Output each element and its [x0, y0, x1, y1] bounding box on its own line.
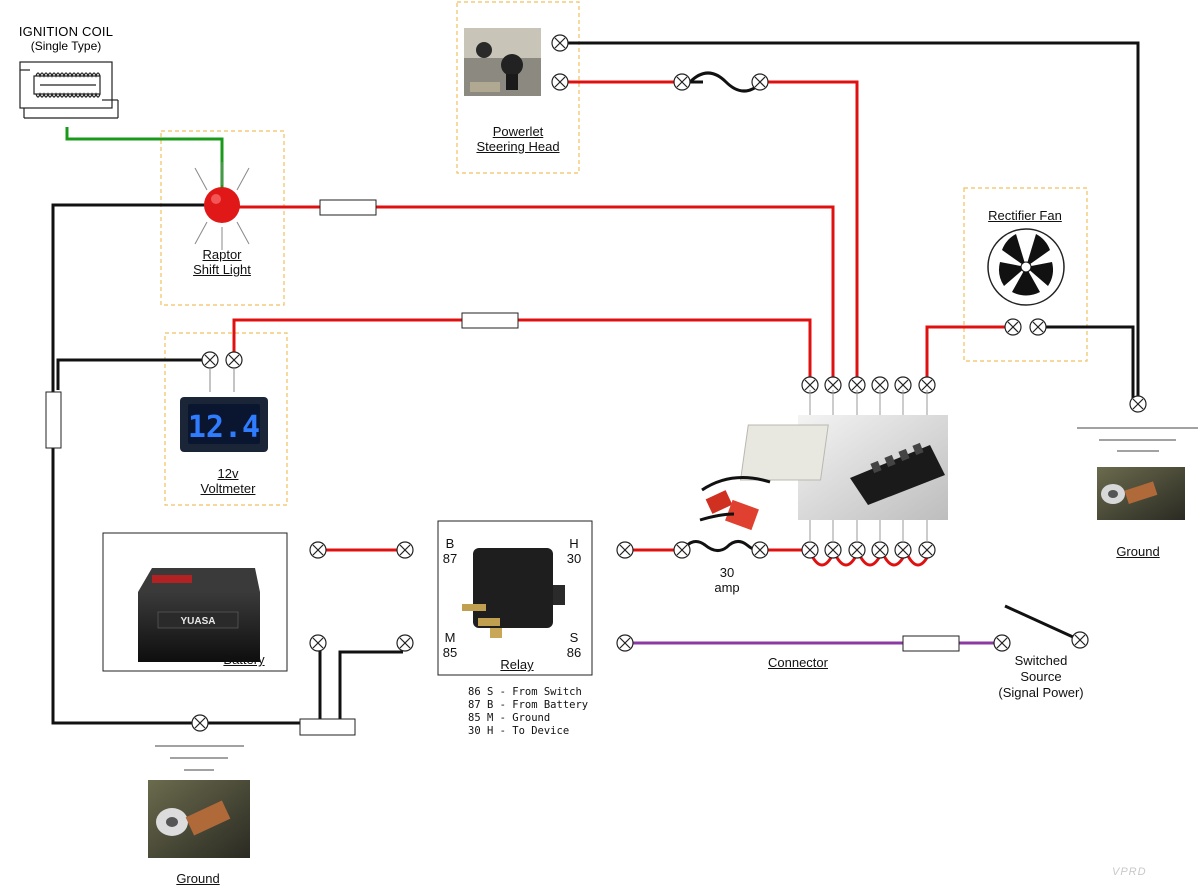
battery-label: Battery — [223, 652, 265, 667]
switched-source-line1: Switched — [1014, 653, 1068, 668]
relay-pin-b-number: 87 — [442, 551, 458, 566]
relay-pin-m-number: 85 — [442, 645, 458, 660]
coil-signal-wire — [65, 127, 224, 196]
switch-symbol[interactable] — [1004, 604, 1074, 639]
inline-fuse-voltmeter — [461, 312, 519, 329]
terminal-connector — [309, 541, 327, 559]
relay-pin-s-letter: S — [569, 630, 579, 645]
terminal-connector — [396, 634, 414, 652]
rectifier-fan-symbol[interactable] — [987, 228, 1065, 306]
battery-photo: YUASA — [138, 568, 260, 662]
switched-source-line3: (Signal Power) — [998, 685, 1084, 700]
ignition-coil-title: IGNITION COIL (Single Type) — [12, 24, 120, 54]
svg-text:YUASA: YUASA — [180, 616, 215, 627]
terminal-connector — [993, 634, 1011, 652]
ground-label-bottom: Ground — [176, 871, 220, 886]
voltmeter-label-line1: 12v — [217, 466, 239, 481]
terminal-connector — [918, 541, 936, 559]
ground-label-right: Ground — [1116, 544, 1160, 559]
watermark: VPRD — [1112, 866, 1147, 878]
ground-wires — [51, 41, 1140, 725]
ground-symbol-right — [1077, 427, 1198, 452]
connector-label: Connector — [768, 655, 828, 670]
terminal-connector — [871, 541, 889, 559]
terminal-connector — [1129, 395, 1147, 413]
dashed-component-boxes — [160, 1, 1088, 506]
ground-photo-right — [1097, 467, 1185, 520]
terminal-connector — [1029, 318, 1047, 336]
terminal-connector — [1071, 631, 1089, 649]
relay-pin-h-letter: H — [569, 536, 579, 551]
ground-symbol-bottom — [155, 745, 244, 771]
terminal-connector — [751, 73, 769, 91]
fuse-block-photo — [739, 390, 948, 542]
terminal-connector — [871, 376, 889, 394]
relay-note: 87 B - From Battery — [468, 699, 589, 711]
terminal-connector — [673, 541, 691, 559]
voltmeter-display — [180, 397, 268, 452]
terminal-connector — [551, 73, 569, 91]
rectifier-fan-box — [963, 187, 1088, 362]
relay-pin-s-number: 86 — [566, 645, 582, 660]
fuse-rating-line1: 30 — [719, 565, 735, 580]
inline-connector-signal — [902, 635, 960, 652]
relay-label: Relay — [500, 657, 534, 672]
terminal-connector — [894, 541, 912, 559]
powerlet-label-line2: Steering Head — [476, 139, 560, 154]
rectifier-fan-label: Rectifier Fan — [988, 208, 1062, 223]
terminal-connector — [191, 714, 209, 732]
terminal-connector — [309, 634, 327, 652]
relay-note: 30 H - To Device — [468, 725, 570, 737]
terminal-connector — [551, 34, 569, 52]
terminal-connector — [396, 541, 414, 559]
voltmeter-readout: 12.4 — [188, 410, 260, 445]
terminal-connector — [801, 541, 819, 559]
voltmeter-leads — [209, 368, 235, 392]
terminal-connector — [824, 541, 842, 559]
terminal-connector — [673, 73, 691, 91]
powerlet-box — [456, 1, 580, 174]
shift-light-box — [160, 130, 285, 306]
switched-source-line2: Source — [1020, 669, 1062, 684]
relay-pin-m-letter: M — [444, 630, 456, 645]
terminal-connector — [848, 376, 866, 394]
fuse-link-main — [681, 539, 761, 552]
ground-photo-bottom — [148, 780, 250, 858]
fuse-rating-line2: amp — [714, 580, 740, 595]
relay-note: 85 M - Ground — [468, 712, 551, 724]
inline-fuse-shift-light — [319, 199, 377, 216]
shift-light-label-line2: Shift Light — [193, 262, 251, 277]
relay-note: 86 S - From Switch — [468, 686, 582, 698]
inline-connector-ground — [299, 718, 356, 736]
shift-light-label-line1: Raptor — [202, 247, 242, 262]
inline-fuses — [45, 199, 960, 736]
terminal-connector — [1004, 318, 1022, 336]
terminal-connector — [201, 351, 219, 369]
spade-connector-icon — [699, 476, 771, 531]
terminal-connector — [616, 541, 634, 559]
inline-fuse-ground — [45, 391, 62, 449]
terminal-connector — [751, 541, 769, 559]
terminal-group — [191, 34, 1147, 732]
relay-notes: 86 S - From Switch 87 B - From Battery 8… — [468, 686, 588, 738]
ignition-coil-label: IGNITION COIL — [18, 24, 114, 39]
relay-pin-h-number: 30 — [566, 551, 582, 566]
ignition-coil-subtitle: (Single Type) — [30, 39, 102, 53]
terminal-connector — [848, 541, 866, 559]
terminal-connector — [225, 351, 243, 369]
shift-light-led[interactable] — [194, 162, 250, 250]
relay-pin-b-letter: B — [445, 536, 455, 551]
powerlet-label-line1: Powerlet — [492, 124, 544, 139]
relay-photo — [462, 548, 565, 638]
powerlet-photo — [464, 28, 541, 96]
terminal-connector — [616, 634, 634, 652]
ignition-coil-symbol — [19, 61, 119, 119]
voltmeter-label-line2: Voltmeter — [200, 481, 256, 496]
